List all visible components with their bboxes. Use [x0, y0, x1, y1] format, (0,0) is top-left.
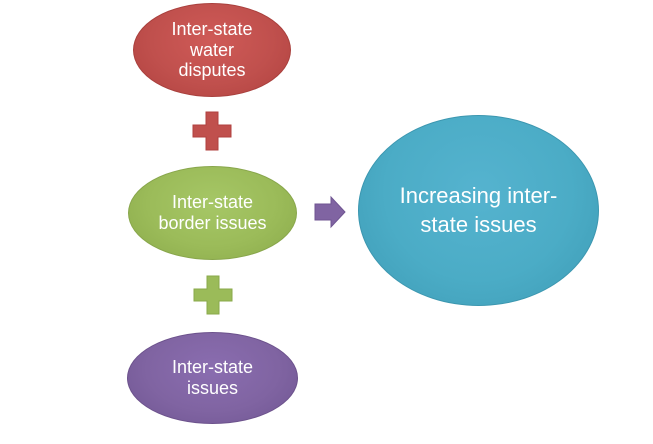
- node-border-issues-label: Inter-state border issues: [158, 192, 267, 233]
- node-increasing-issues-label: Increasing inter- state issues: [399, 182, 558, 237]
- node-inter-state-issues-label: Inter-state issues: [171, 357, 254, 398]
- plus-icon-red: [192, 111, 232, 151]
- node-increasing-issues: Increasing inter- state issues: [358, 115, 599, 306]
- node-water-disputes-label: Inter-state water disputes: [171, 18, 253, 81]
- plus-icon-green: [193, 275, 233, 315]
- arrow-right-icon: [314, 195, 346, 229]
- node-border-issues: Inter-state border issues: [128, 166, 297, 260]
- node-inter-state-issues: Inter-state issues: [127, 332, 298, 424]
- node-water-disputes: Inter-state water disputes: [133, 3, 291, 97]
